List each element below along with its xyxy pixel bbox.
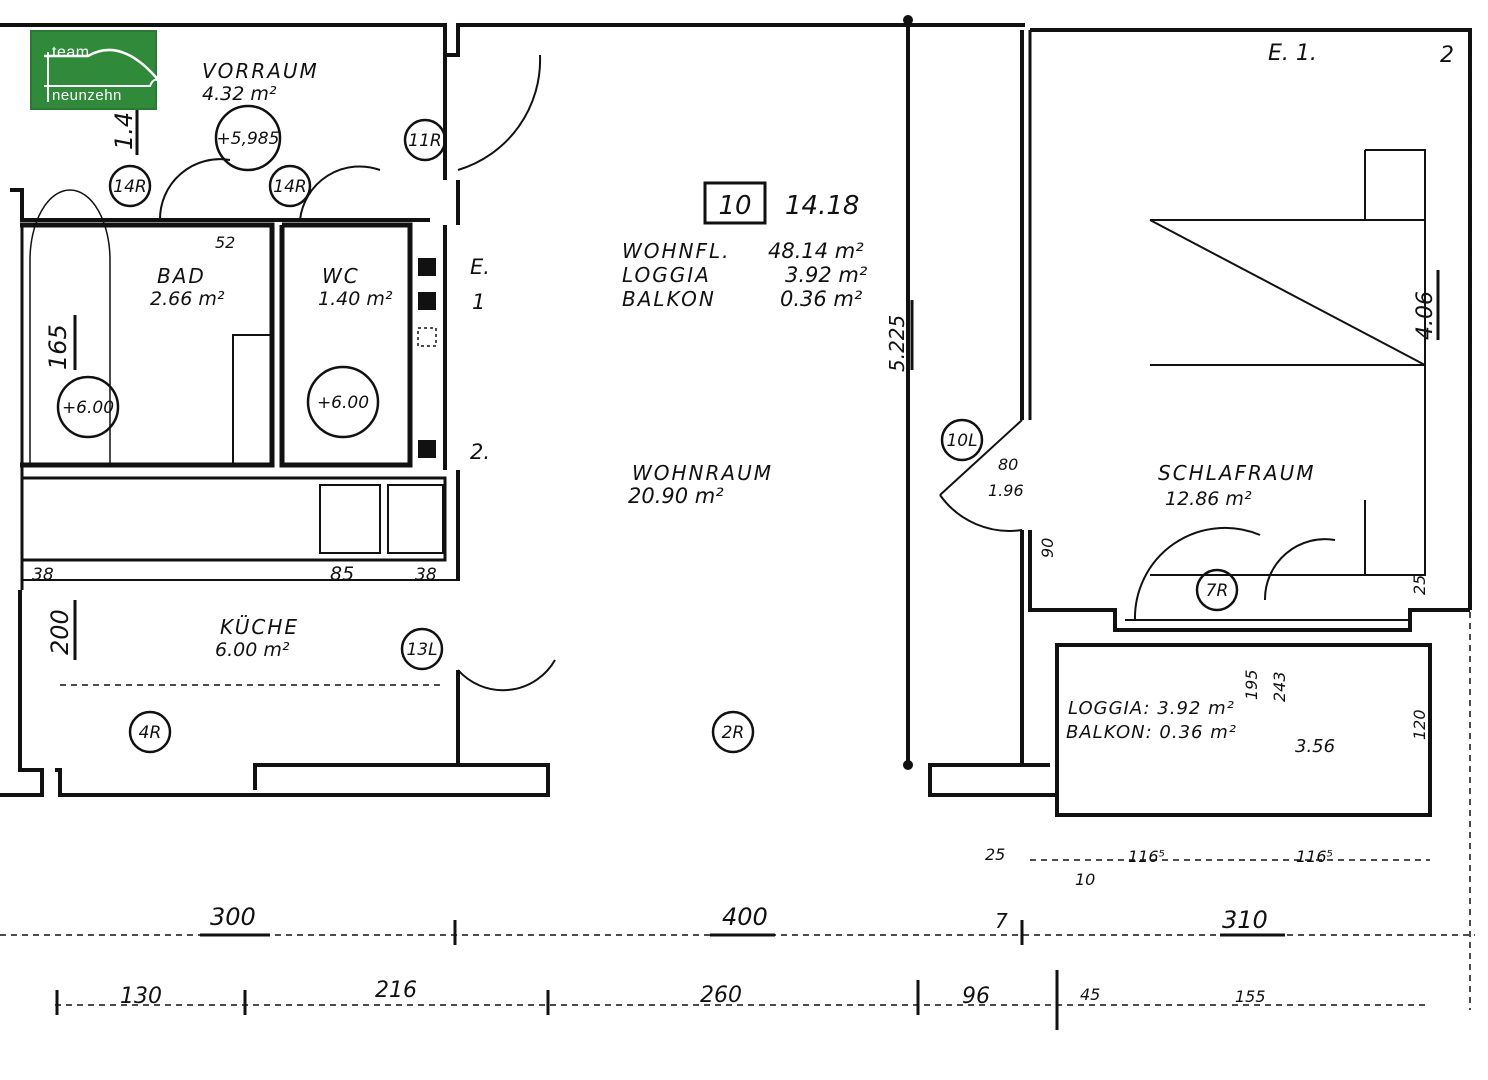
room-area-schlafraum: 12.86 m² <box>1165 488 1252 510</box>
marker-14r-left: 14R <box>113 177 146 197</box>
dim-400: 400 <box>722 903 768 931</box>
dim-1165-a: 116⁵ <box>1128 847 1165 866</box>
logo-roof-icon <box>44 48 161 102</box>
dim-25: 25 <box>985 845 1005 864</box>
dim-1165-b: 116⁵ <box>1296 847 1333 866</box>
dim-45: 45 <box>1080 985 1100 1004</box>
dim-5225: 5.225 <box>885 315 909 372</box>
dim-356: 3.56 <box>1295 736 1335 757</box>
room-name-kueche: KÜCHE <box>220 615 299 639</box>
unit-number-box <box>703 181 767 225</box>
label-2-top: 2 <box>1440 43 1454 68</box>
dim-90: 90 <box>1038 538 1057 558</box>
label-e1: E. 1. <box>1268 41 1317 66</box>
dim-300: 300 <box>210 903 256 931</box>
dim-96: 96 <box>962 984 990 1009</box>
fixtures <box>418 15 913 770</box>
room-name-schlafraum: SCHLAFRAUM <box>1158 461 1316 485</box>
dim-196: 1.96 <box>988 481 1024 500</box>
room-markers <box>56 104 1239 754</box>
room-area-bad: 2.66 m² <box>150 288 225 310</box>
summary-label-loggia: LOGGIA <box>622 263 711 287</box>
dimension-lines <box>0 40 1475 1010</box>
room-area-wc: 1.40 m² <box>318 288 393 310</box>
dim-310: 310 <box>1222 906 1268 934</box>
marker-2r: 2R <box>722 723 745 743</box>
room-name-vorraum: VORRAUM <box>202 59 319 83</box>
dim-120: 120 <box>1410 709 1429 740</box>
summary-value-balkon: 0.36 m² <box>780 287 863 311</box>
dim-165: 165 <box>44 324 72 370</box>
summary-value-wohnfl: 48.14 m² <box>768 239 864 263</box>
dim-130: 130 <box>120 984 162 1009</box>
dim-200: 200 <box>46 609 74 655</box>
walls <box>0 20 1472 817</box>
team-neunzehn-logo: team neunzehn <box>30 30 161 110</box>
dimension-ticks <box>55 100 1440 1030</box>
marker-7r: 7R <box>1206 581 1229 601</box>
dim-85: 85 <box>330 563 354 585</box>
marker-level-vorraum: +5,985 <box>217 129 280 149</box>
room-loggia-line1: LOGGIA: 3.92 m² <box>1068 698 1235 719</box>
door-swings <box>29 54 1336 692</box>
summary-label-wohnfl: WOHNFL. <box>622 239 731 263</box>
unit-code: 14.18 <box>785 191 859 221</box>
room-loggia-line2: BALKON: 0.36 m² <box>1066 722 1237 743</box>
logo-text-neunzehn: neunzehn <box>52 87 122 104</box>
dim-155: 155 <box>1235 987 1266 1006</box>
marker-4r: 4R <box>139 723 162 743</box>
dim-52: 52 <box>215 233 235 252</box>
room-name-wc: WC <box>322 264 360 288</box>
dim-25-right: 25 <box>1410 575 1429 595</box>
dim-10: 10 <box>1075 870 1095 889</box>
marker-level-wc: +6.00 <box>317 393 369 413</box>
dim-243: 243 <box>1270 671 1289 702</box>
dim-195: 195 <box>1242 669 1261 700</box>
marker-14r-right: 14R <box>273 177 306 197</box>
summary-label-balkon: BALKON <box>622 287 716 311</box>
dim-38-left: 38 <box>32 565 54 585</box>
marker-11r: 11R <box>408 131 441 151</box>
logo-text-team: team <box>52 44 90 61</box>
dim-406: 4.06 <box>1413 291 1438 340</box>
label-2: 2. <box>470 440 490 464</box>
room-name-bad: BAD <box>157 264 206 288</box>
dim-7: 7 <box>995 909 1008 933</box>
dim-14: 1.4 <box>110 112 138 150</box>
room-name-wohnraum: WOHNRAUM <box>632 461 773 485</box>
room-area-wohnraum: 20.90 m² <box>628 484 724 508</box>
dim-260: 260 <box>700 983 742 1008</box>
marker-13l: 13L <box>406 640 437 660</box>
summary-value-loggia: 3.92 m² <box>785 263 868 287</box>
label-e: E. <box>470 255 490 279</box>
room-area-vorraum: 4.32 m² <box>202 83 277 105</box>
unit-number: 10 <box>718 191 751 221</box>
room-area-kueche: 6.00 m² <box>215 639 290 661</box>
dim-80: 80 <box>998 455 1018 474</box>
marker-level-bad: +6.00 <box>62 398 114 418</box>
marker-10l: 10L <box>946 431 977 451</box>
dim-38-right: 38 <box>415 565 437 585</box>
dim-216: 216 <box>375 978 417 1003</box>
label-1: 1 <box>472 290 485 314</box>
